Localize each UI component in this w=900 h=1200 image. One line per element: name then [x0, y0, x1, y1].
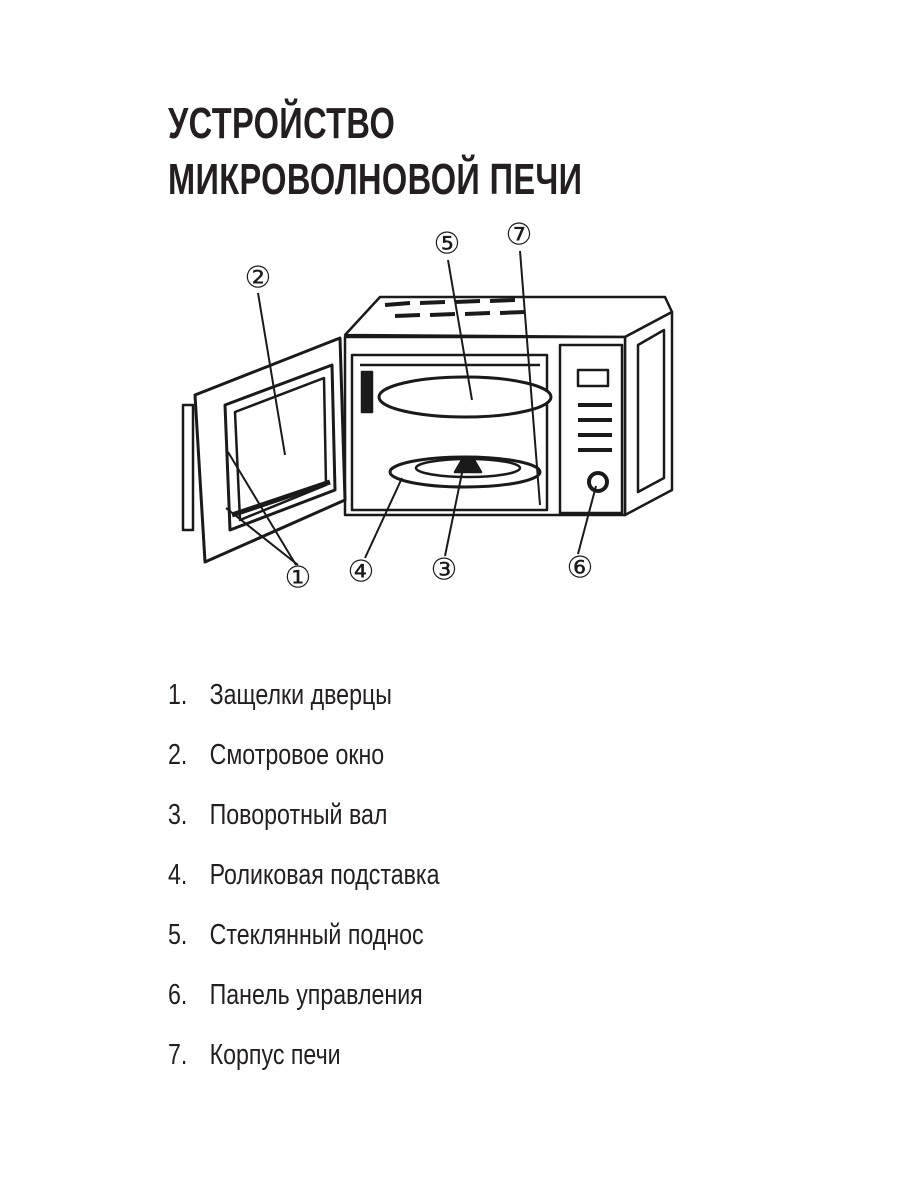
callout-3: ③ — [431, 553, 458, 588]
turntable-shaft — [453, 458, 483, 474]
list-item: 2. Смотровое окно — [168, 741, 384, 770]
list-item: 6. Панель управления — [168, 981, 423, 1010]
item-label: Поворотный вал — [209, 799, 388, 831]
oven-cavity — [350, 353, 553, 512]
leader-lines — [225, 250, 597, 566]
item-label: Смотровое окно — [209, 739, 385, 771]
item-label: Роликовая подставка — [209, 859, 440, 891]
item-number: 5. — [168, 919, 188, 951]
glass-tray — [377, 375, 553, 419]
item-label: Корпус печи — [209, 1039, 341, 1071]
list-item: 7. Корпус печи — [168, 1041, 341, 1070]
list-item: 4. Роликовая подставка — [168, 861, 439, 890]
item-label: Стеклянный поднос — [209, 919, 424, 951]
title-line-2: МИКРОВОЛНОВОЙ ПЕЧИ — [168, 155, 583, 204]
callout-1: ① — [285, 561, 312, 596]
oven-door — [181, 336, 347, 564]
callout-2: ② — [245, 261, 272, 296]
item-number: 1. — [168, 679, 188, 711]
item-number: 3. — [168, 799, 188, 831]
item-number: 7. — [168, 1039, 188, 1071]
list-item: 5. Стеклянный поднос — [168, 921, 424, 950]
item-number: 4. — [168, 859, 188, 891]
list-item: 1. Защелки дверцы — [168, 681, 392, 710]
item-number: 2. — [168, 739, 188, 771]
item-label: Панель управления — [209, 979, 423, 1011]
callout-5: ⑤ — [434, 227, 461, 262]
item-number: 6. — [168, 979, 188, 1011]
callout-4: ④ — [348, 555, 375, 590]
control-knob — [587, 471, 609, 493]
item-label: Защелки дверцы — [209, 679, 392, 711]
title-line-1: УСТРОЙСТВО — [168, 99, 396, 148]
list-item: 3. Поворотный вал — [168, 801, 387, 830]
oven-body — [343, 295, 674, 517]
roller-ring — [388, 455, 542, 489]
callout-7: ⑦ — [506, 218, 533, 253]
callout-6: ⑥ — [567, 551, 594, 586]
control-panel — [558, 343, 624, 515]
